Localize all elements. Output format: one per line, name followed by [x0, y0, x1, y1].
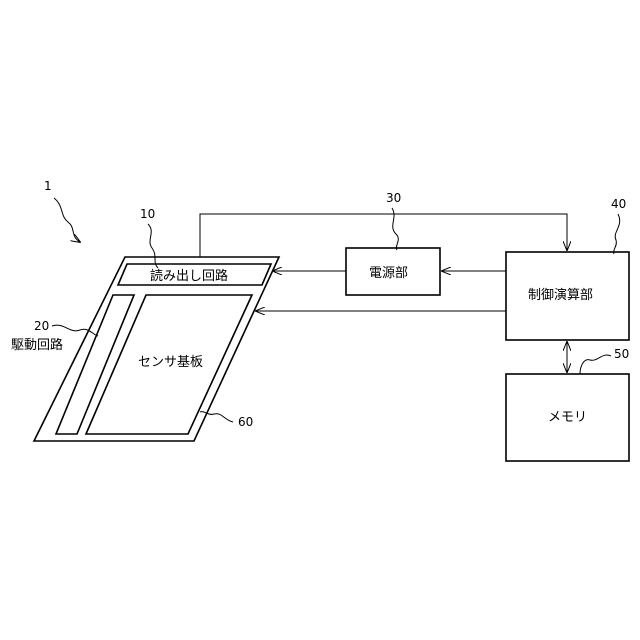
readout-circuit-label: 読み出し回路	[150, 268, 228, 284]
ref-sensor: 60	[238, 415, 253, 429]
ref-memory: 50	[614, 347, 629, 361]
memory-label: メモリ	[548, 410, 587, 425]
sensor-substrate-label: センサ基板	[138, 355, 203, 370]
control-leader	[614, 214, 620, 254]
power-unit-label: 電源部	[369, 266, 408, 281]
ref-readout: 10	[140, 207, 155, 221]
ref-power: 30	[386, 191, 401, 205]
drive-circuit-label: 駆動回路	[11, 337, 63, 353]
ref-control: 40	[611, 197, 626, 211]
control-unit-label: 制御演算部	[528, 287, 593, 303]
readout-leader	[148, 224, 158, 268]
device-leader-arrow	[54, 198, 80, 242]
ref-device: 1	[44, 179, 52, 193]
memory-leader	[580, 355, 611, 374]
ref-drive: 20	[34, 319, 49, 333]
